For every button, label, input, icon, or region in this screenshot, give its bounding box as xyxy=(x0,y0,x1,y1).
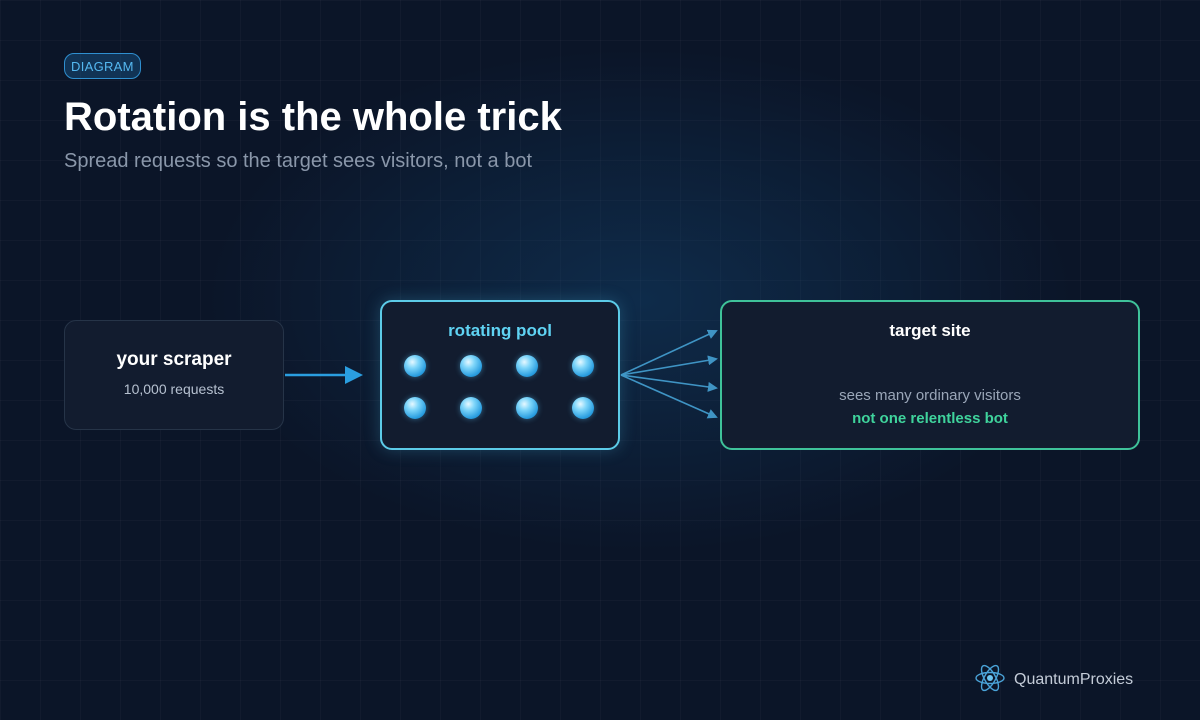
pool-node-grid xyxy=(404,355,600,419)
page-title: Rotation is the whole trick xyxy=(64,95,562,139)
atom-icon xyxy=(974,662,1006,699)
proxy-node xyxy=(572,355,594,377)
proxy-node xyxy=(572,397,594,419)
arrow-scraper-to-pool-head xyxy=(345,366,363,384)
proxy-node xyxy=(404,355,426,377)
diagram-tag: DIAGRAM xyxy=(64,53,141,79)
fan-arrow-3 xyxy=(620,374,718,392)
proxy-node xyxy=(516,355,538,377)
scraper-box: your scraper 10,000 requests xyxy=(64,320,284,430)
target-title: target site xyxy=(889,321,971,340)
scraper-title: your scraper xyxy=(116,349,232,370)
target-site-box: target site sees many ordinary visitors … xyxy=(720,300,1140,450)
fan-out-arrows xyxy=(620,329,718,419)
proxy-node xyxy=(404,397,426,419)
fan-arrow-1 xyxy=(620,329,718,376)
fan-arrow-4 xyxy=(620,374,718,419)
target-description: sees many ordinary visitors xyxy=(839,387,1021,404)
proxy-node xyxy=(516,397,538,419)
fan-arrow-2 xyxy=(620,355,718,376)
page-subtitle: Spread requests so the target sees visit… xyxy=(64,150,533,172)
pool-title: rotating pool xyxy=(448,321,552,340)
proxy-node xyxy=(460,355,482,377)
rotating-pool-box: rotating pool xyxy=(380,300,620,450)
brand-name: QuantumProxies xyxy=(1014,671,1134,688)
brand-logo: QuantumProxies xyxy=(974,664,1133,696)
scraper-request-count: 10,000 requests xyxy=(123,381,225,397)
proxy-node xyxy=(460,397,482,419)
target-highlight: not one relentless bot xyxy=(852,410,1008,427)
